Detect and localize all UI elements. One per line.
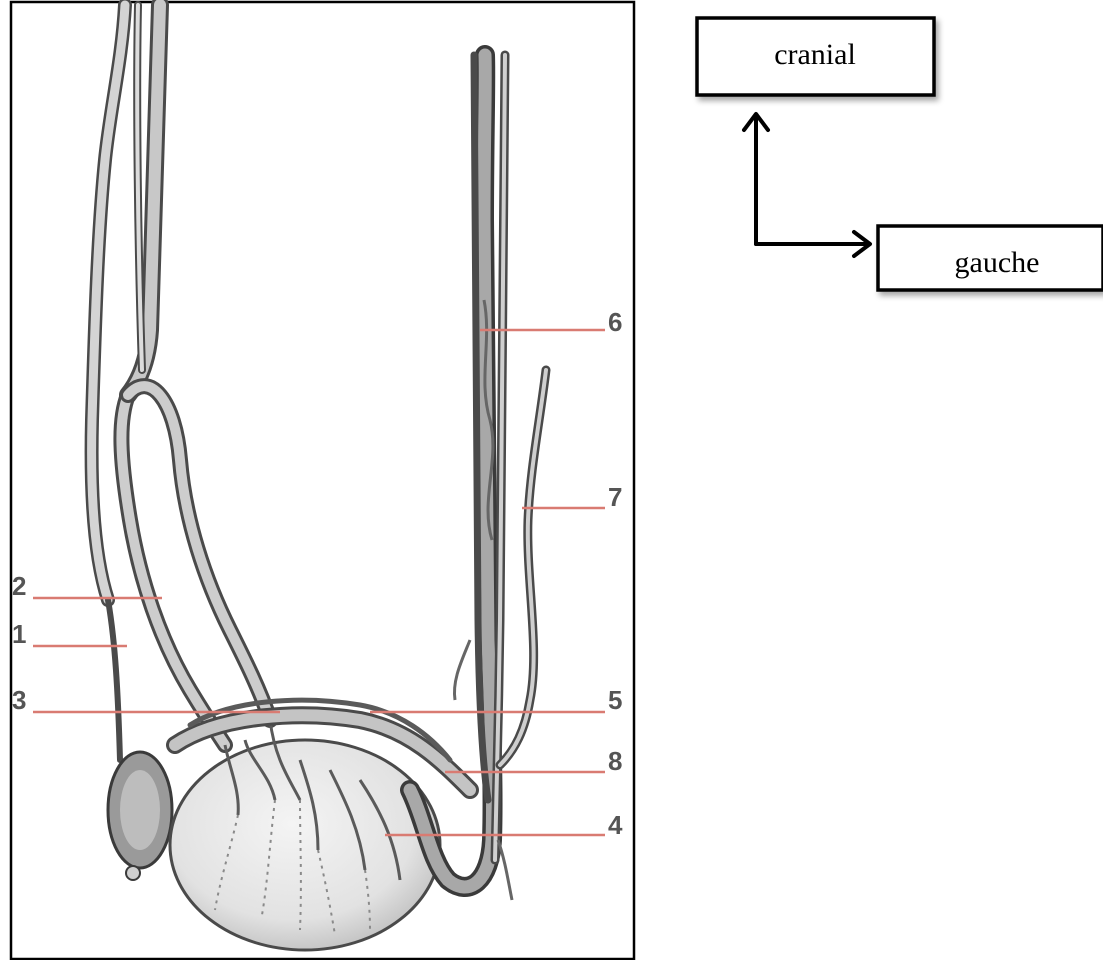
- callout-4: 4: [608, 810, 623, 840]
- callout-1: 1: [12, 619, 26, 649]
- callout-2: 2: [12, 571, 26, 601]
- arrow-up-icon: [744, 114, 768, 244]
- callout-5: 5: [608, 685, 622, 715]
- orientation-key: cranial gauche: [697, 18, 1103, 290]
- arrow-right-icon: [756, 232, 870, 256]
- callout-3: 3: [12, 685, 26, 715]
- callout-7: 7: [608, 482, 622, 512]
- cranial-label: cranial: [774, 38, 856, 71]
- callout-6: 6: [608, 307, 622, 337]
- callout-8: 8: [608, 746, 622, 776]
- gauche-label: gauche: [955, 246, 1040, 279]
